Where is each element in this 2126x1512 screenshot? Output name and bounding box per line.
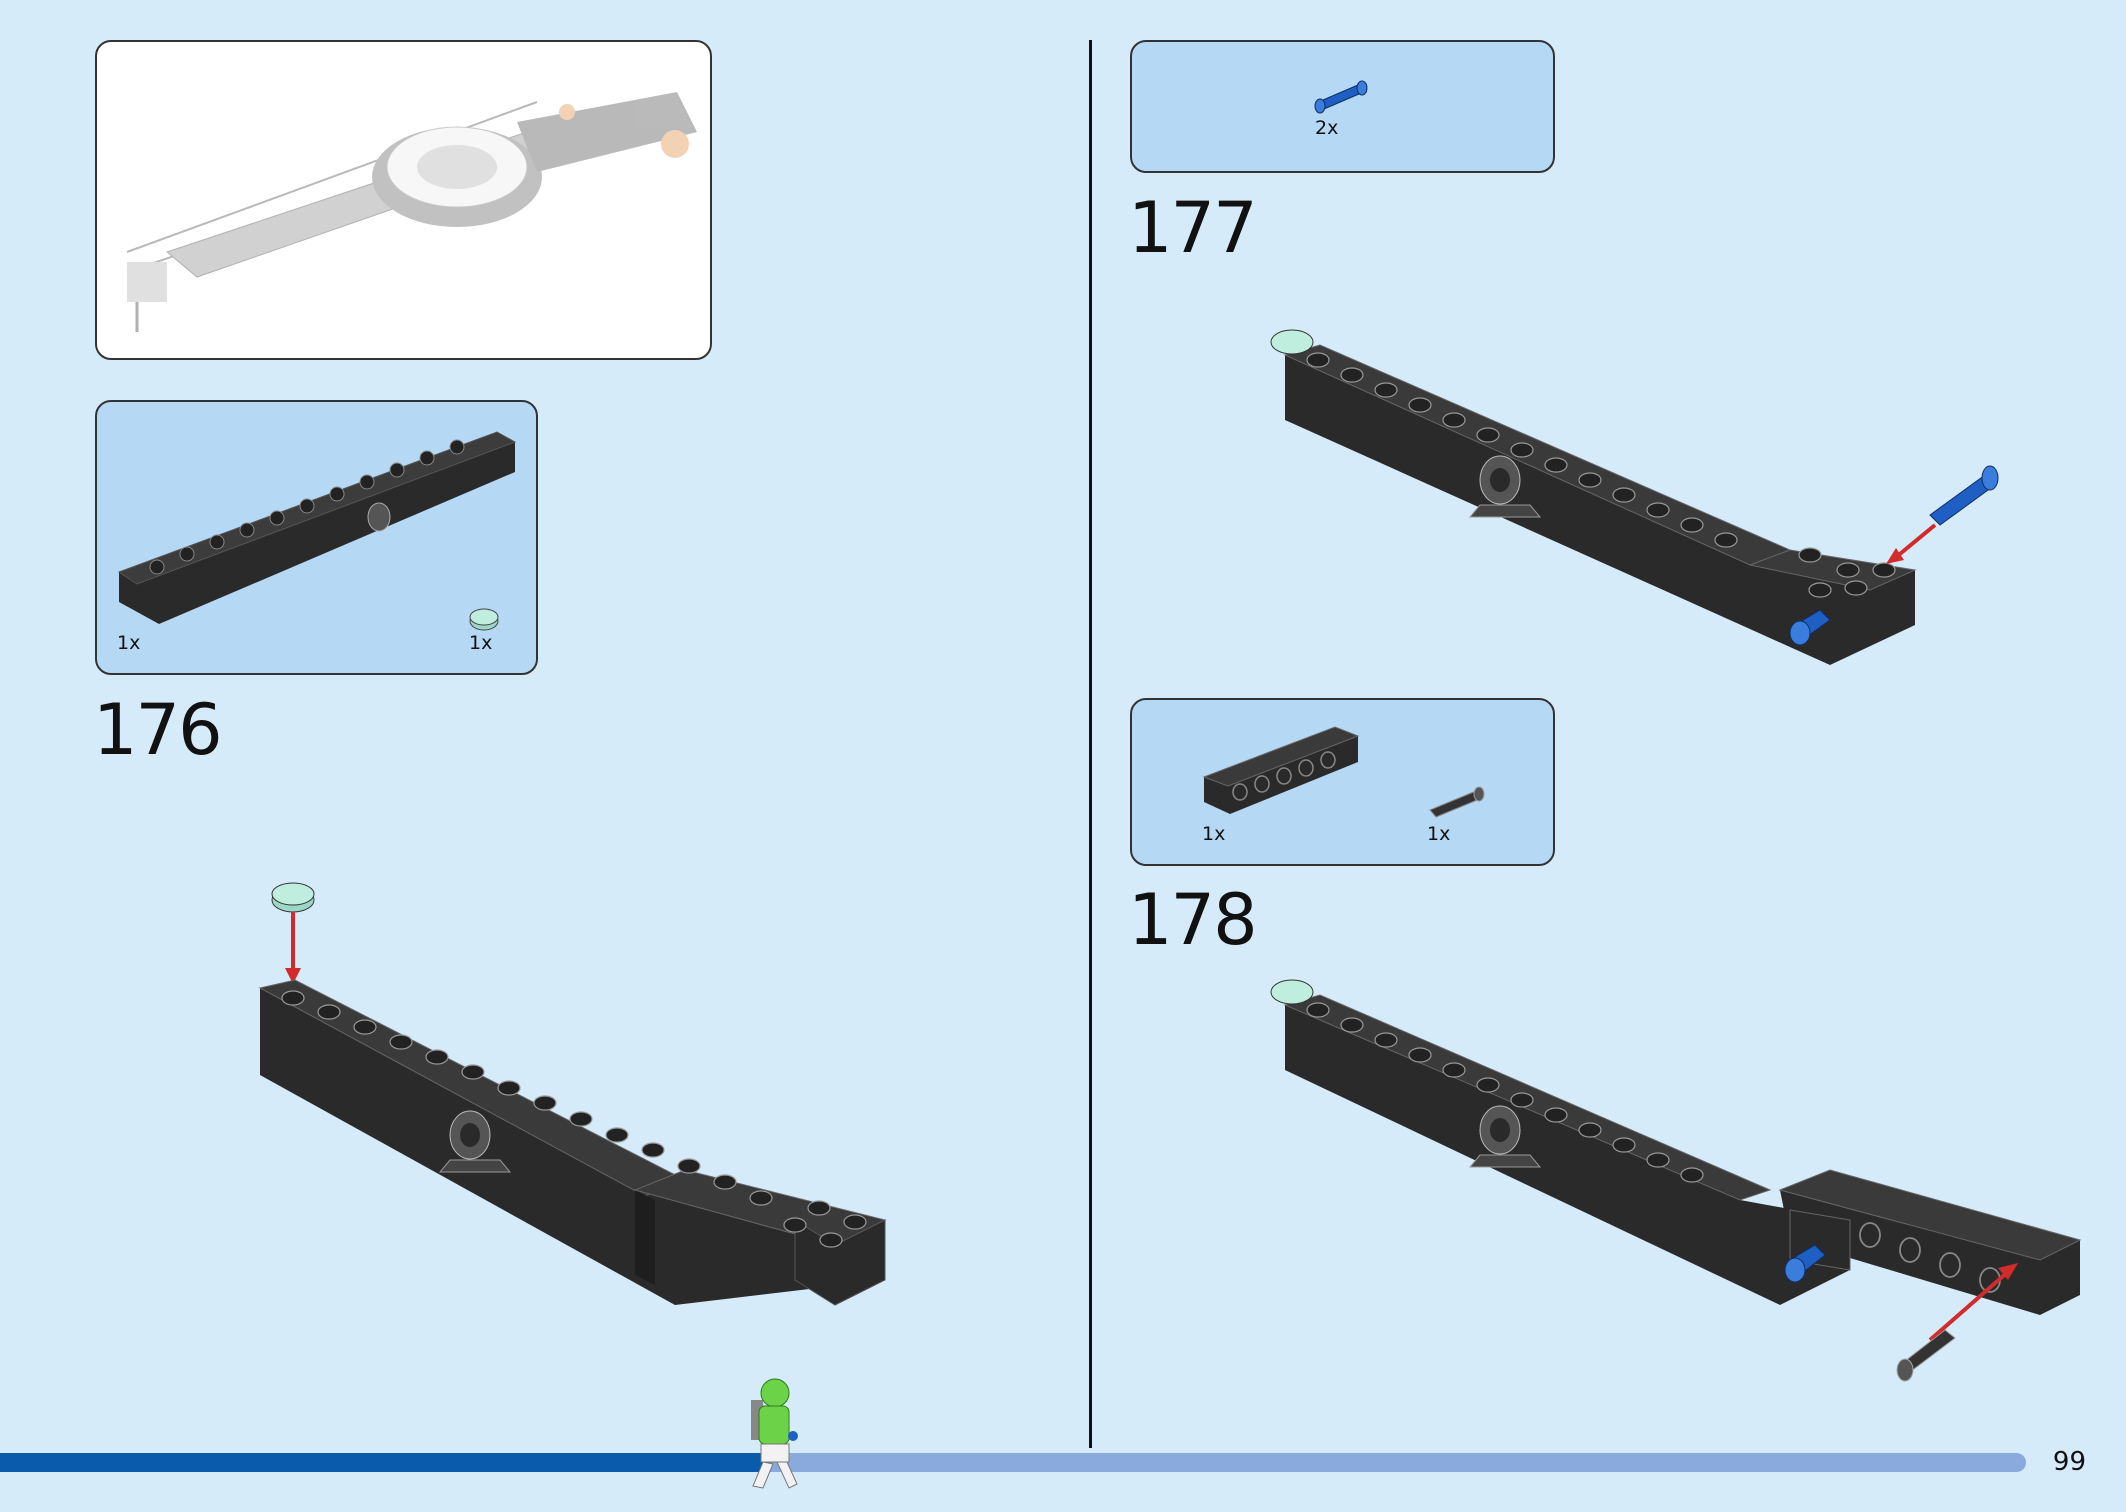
parts-box-178: 1x 1x [1130,698,1555,866]
page-divider [1089,40,1092,1448]
parts-box-177: 2x [1130,40,1555,173]
step-number-178: 178 [1128,879,1258,961]
part-qty: 1x [1427,823,1451,845]
crane-arm-assembly-illustration [126,92,697,332]
black-pin-icon [1429,786,1485,818]
trans-round-tile-icon [469,608,499,631]
part-qty: 1x [469,632,493,654]
overview-box [95,40,712,360]
step-177-model-illustration [1270,329,1999,665]
parts-box-176: 1x 1x [95,400,538,675]
part-qty: 1x [1202,823,1226,845]
part-qty: 2x [1315,117,1339,139]
page-number: 99 [2052,1447,2086,1477]
progress-bar [0,1453,2026,1472]
step-178-model-illustration [1270,979,2082,1382]
technic-brick-icon [1202,726,1360,814]
step-number-177: 177 [1128,187,1258,269]
step-number-176: 176 [93,689,223,771]
step-176-model-illustration [258,882,887,1306]
blue-pin-icon [1314,80,1368,114]
progress-bar-fill [0,1453,770,1472]
black-long-brick-icon [117,431,517,624]
astronaut-minifigure-icon [750,1378,798,1489]
part-qty: 1x [117,632,141,654]
